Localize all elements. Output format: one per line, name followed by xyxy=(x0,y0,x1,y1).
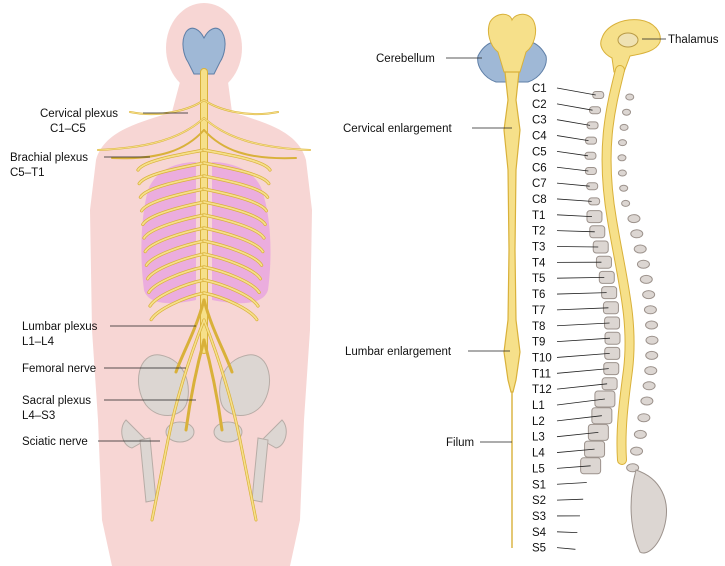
lumbar-enlargement-label: Lumbar enlargement xyxy=(345,346,452,358)
spinous-process-l1 xyxy=(641,397,653,405)
vertebra-leader xyxy=(557,183,590,186)
vertebra-label-l2: L2 xyxy=(532,416,545,428)
vertebra-leader xyxy=(557,308,608,310)
cervical-plexus-range: C1–C5 xyxy=(50,123,86,135)
vertebra-leader xyxy=(557,384,607,389)
spinous-process-c5 xyxy=(618,155,626,161)
vertebra-label-t7: T7 xyxy=(532,305,545,317)
spinous-process-t4 xyxy=(637,260,649,268)
vertebra-leader xyxy=(557,231,595,232)
vertebra-label-t10: T10 xyxy=(532,352,552,364)
vertebra-label-s3: S3 xyxy=(532,511,546,523)
vertebra-label-t2: T2 xyxy=(532,226,545,238)
vertebra-label-l1: L1 xyxy=(532,400,545,412)
cervical-plexus-label: Cervical plexus xyxy=(40,108,118,120)
brachial-plexus-range: C5–T1 xyxy=(10,167,45,179)
vertebra-label-l5: L5 xyxy=(532,463,545,475)
vertebra-leader xyxy=(557,323,610,326)
vertebra-label-t11: T11 xyxy=(532,368,551,380)
vertebra-leader xyxy=(557,104,593,110)
spinal-cord xyxy=(504,72,520,392)
vertebra-leader xyxy=(557,167,588,171)
vertebra-label-t8: T8 xyxy=(532,321,545,333)
spinous-process-c4 xyxy=(619,140,627,146)
vertebra-label-s4: S4 xyxy=(532,527,547,539)
vertebra-label-t12: T12 xyxy=(532,384,552,396)
cerebellum-label: Cerebellum xyxy=(376,53,435,65)
vertebra-leader xyxy=(557,151,588,155)
vertebra-leader xyxy=(557,483,587,485)
vertebra-label-s5: S5 xyxy=(532,543,546,555)
vertebra-leader xyxy=(557,136,589,141)
vertebra-label-c8: C8 xyxy=(532,194,547,206)
cervical-enlargement-label: Cervical enlargement xyxy=(343,123,452,135)
vertebra-leader xyxy=(557,499,583,500)
spinous-process-t1 xyxy=(628,215,640,223)
vertebra-leader xyxy=(557,120,590,126)
sacral-plexus-label: Sacral plexus xyxy=(22,395,91,407)
vertebra-label-t4: T4 xyxy=(532,257,546,269)
vertebra-label-c3: C3 xyxy=(532,115,547,127)
vertebra-label-s1: S1 xyxy=(532,479,546,491)
spinous-process-c2 xyxy=(623,109,631,115)
vertebra-leader xyxy=(557,369,609,374)
vertebra-leader xyxy=(557,353,610,357)
spinous-process-t11 xyxy=(645,367,657,375)
vertebra-label-l4: L4 xyxy=(532,448,545,460)
sacrum xyxy=(631,470,666,553)
vertebra-leader xyxy=(557,247,598,248)
vertebra-label-c5: C5 xyxy=(532,146,547,158)
sciatic-nerve-label: Sciatic nerve xyxy=(22,436,88,448)
sacral-plexus-range: L4–S3 xyxy=(22,410,55,422)
femoral-nerve-label: Femoral nerve xyxy=(22,363,96,375)
vertebra-leader xyxy=(557,199,592,201)
spinous-process-t8 xyxy=(646,321,658,329)
spinous-process-c3 xyxy=(620,124,628,130)
vertebra-leader xyxy=(557,88,596,95)
vertebra-label-c2: C2 xyxy=(532,99,547,111)
vertebra-leader xyxy=(557,548,575,550)
vertebra-label-t6: T6 xyxy=(532,289,545,301)
spinous-process-l3 xyxy=(634,430,646,438)
vertebra-label-s2: S2 xyxy=(532,495,546,507)
spinous-process-c8 xyxy=(622,200,630,206)
vertebra-leader xyxy=(557,277,604,278)
thalamus xyxy=(618,33,638,47)
spinous-process-t10 xyxy=(646,351,658,359)
spinous-process-c6 xyxy=(618,170,626,176)
vertebra-leader xyxy=(557,338,610,341)
spinous-process-l4 xyxy=(631,447,643,455)
vertebra-labels: C1C2C3C4C5C6C7C8T1T2T3T4T5T6T7T8T9T10T11… xyxy=(532,83,552,555)
lumbar-plexus-range: L1–L4 xyxy=(22,336,55,348)
vertebra-label-c6: C6 xyxy=(532,162,547,174)
vertebra-label-c1: C1 xyxy=(532,83,547,95)
spinous-process-t9 xyxy=(646,336,658,344)
spine-lateral-figure xyxy=(581,20,667,553)
vertebra-label-c7: C7 xyxy=(532,178,547,190)
spinous-process-l2 xyxy=(638,414,650,422)
vertebra-leader xyxy=(557,293,607,294)
thalamus-label: Thalamus xyxy=(668,34,719,46)
vertebra-label-t9: T9 xyxy=(532,337,545,349)
spinous-process-c1 xyxy=(626,94,634,100)
spinous-process-t7 xyxy=(644,306,656,314)
spinous-process-t12 xyxy=(643,382,655,390)
spinous-process-t6 xyxy=(643,291,655,299)
vertebra-label-t1: T1 xyxy=(532,210,545,222)
middle-labels: Cerebellum Cervical enlargement Lumbar e… xyxy=(343,53,512,449)
spinous-process-t2 xyxy=(631,230,643,238)
spinous-process-t5 xyxy=(640,275,652,283)
vertebra-label-c4: C4 xyxy=(532,131,547,143)
vertebra-label-t5: T5 xyxy=(532,273,545,285)
vertebral-bodies xyxy=(581,92,620,474)
brachial-plexus-label: Brachial plexus xyxy=(10,152,88,164)
vertebra-label-l3: L3 xyxy=(532,432,545,444)
lumbar-plexus-label: Lumbar plexus xyxy=(22,321,98,333)
spinous-process-t3 xyxy=(634,245,646,253)
vertebra-leader xyxy=(557,532,577,533)
filum-label: Filum xyxy=(446,437,474,449)
spinous-process-c7 xyxy=(620,185,628,191)
vertebra-label-t3: T3 xyxy=(532,242,545,254)
